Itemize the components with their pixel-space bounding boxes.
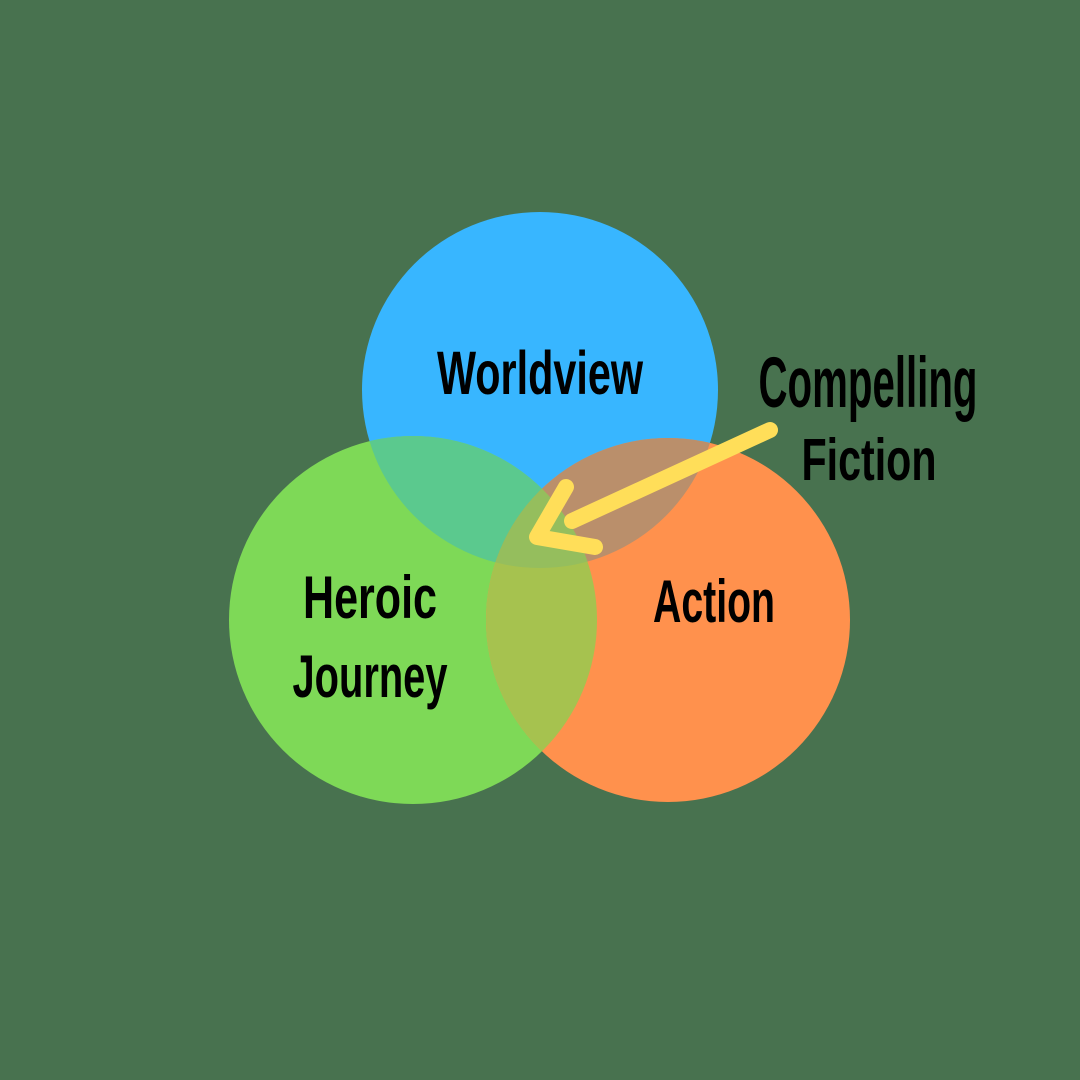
annotation-label-line1: Compelling bbox=[759, 344, 978, 423]
worldview-heroic-overlap bbox=[362, 436, 597, 568]
action-label: Action bbox=[653, 568, 775, 635]
annotation-label-line2: Fiction bbox=[802, 427, 937, 493]
arrow-head bbox=[529, 479, 603, 555]
annotation-arrow bbox=[529, 422, 778, 555]
worldview-action-overlap bbox=[486, 438, 718, 568]
heroic-journey-label-line2: Journey bbox=[293, 643, 448, 710]
heroic-journey-label-line1: Heroic bbox=[303, 564, 437, 631]
arrow-shaft bbox=[564, 422, 778, 529]
worldview-label: Worldview bbox=[437, 339, 643, 407]
